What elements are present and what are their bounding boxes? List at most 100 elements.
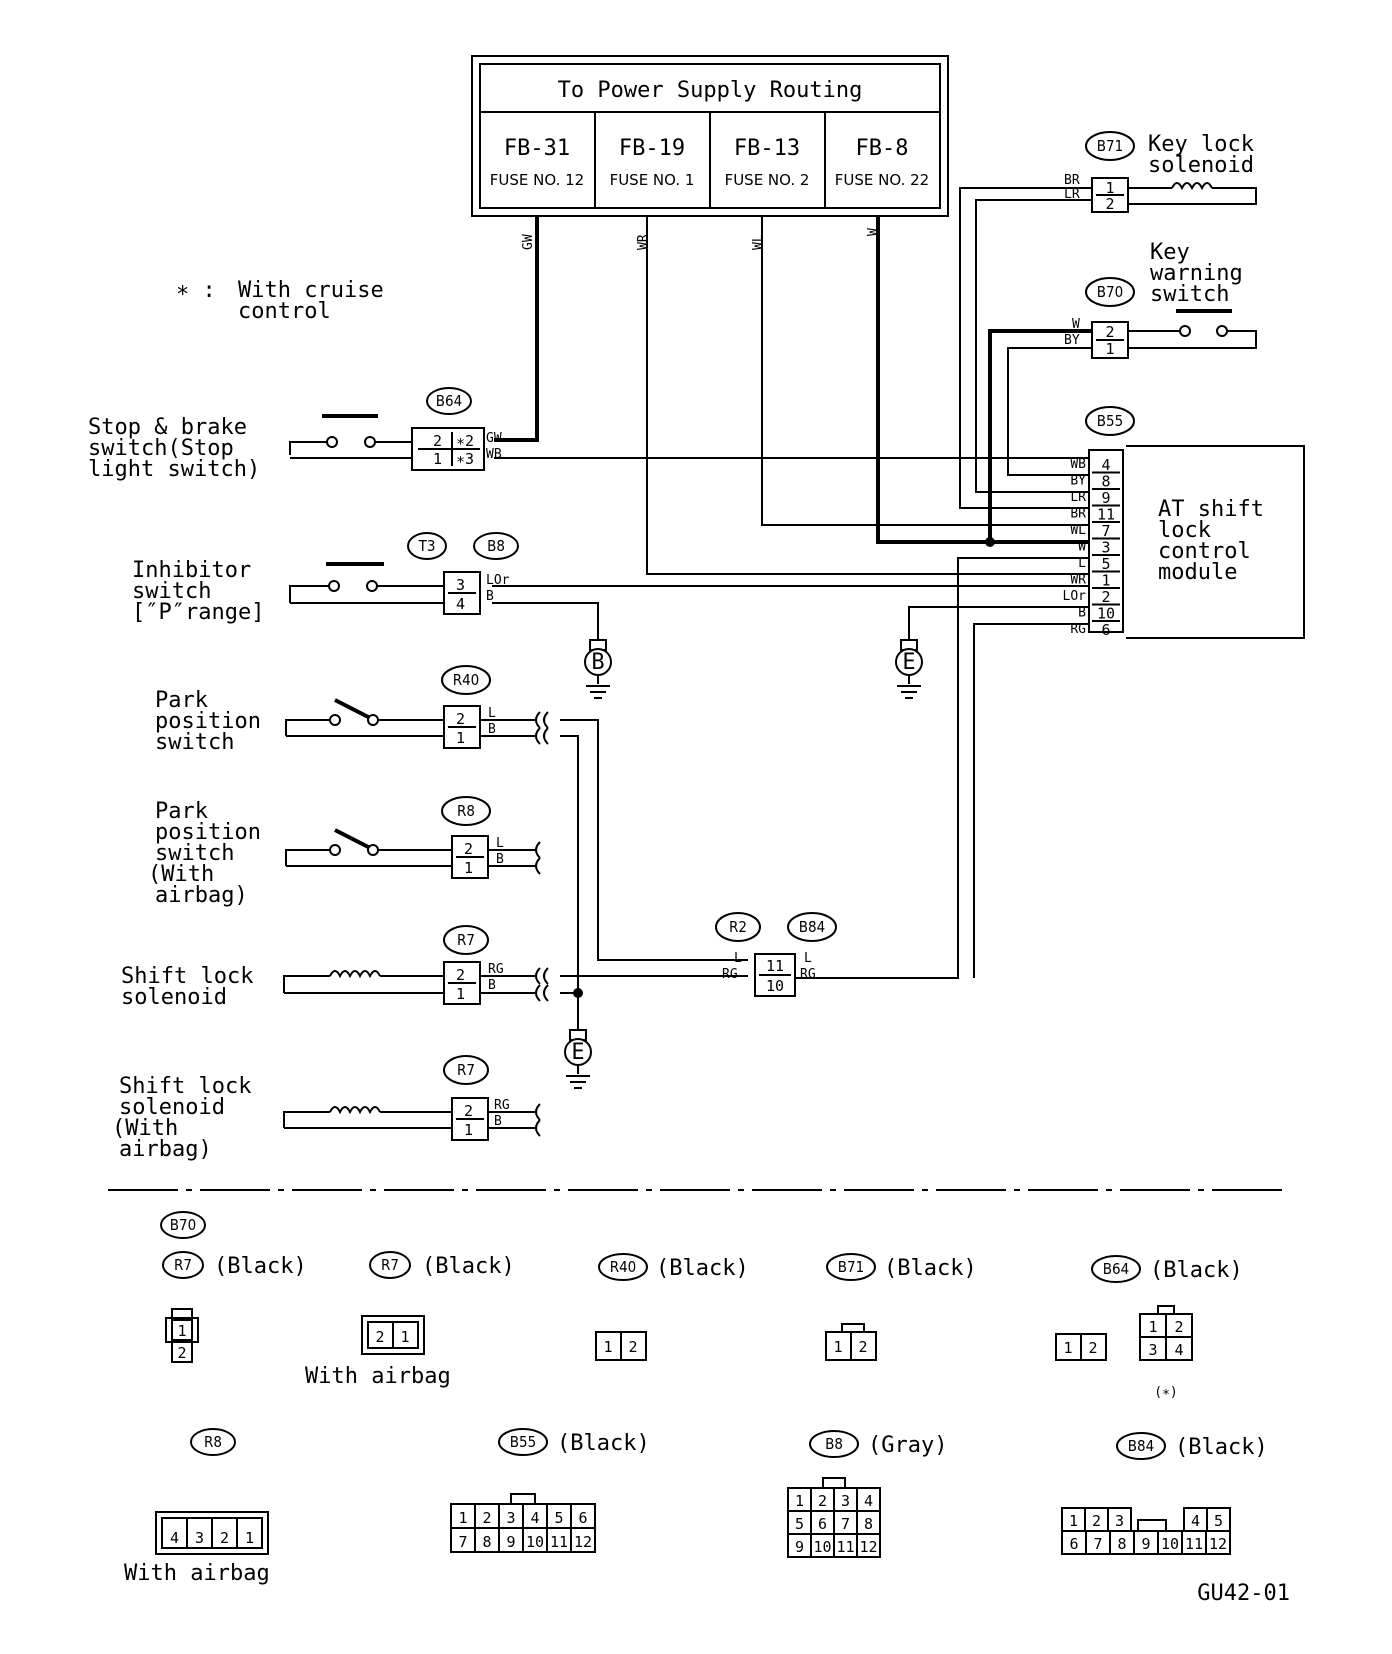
legend-b55-pin: 6 [578, 1509, 587, 1527]
r7a-wire-rg: RG [488, 962, 504, 977]
b84-pin-10: 10 [766, 977, 784, 995]
ref-b64: B64 [436, 392, 462, 410]
legend-r8-pin: 1 [245, 1529, 254, 1547]
legend-r8-note: With airbag [124, 1561, 270, 1586]
b64-pin-s3: ∗3 [456, 450, 474, 468]
wire-label-wr: WR [636, 234, 651, 250]
legend-b55-pin: 2 [482, 1509, 491, 1527]
b64-pin-s2: ∗2 [456, 432, 474, 450]
ref-b71: B71 [1097, 137, 1123, 155]
shift2-label-3: (With [112, 1116, 178, 1141]
legend-b84-pin: 10 [1161, 1535, 1179, 1553]
legend-b64a-pin-2: 2 [1088, 1339, 1097, 1357]
legend-ref-b55: B55 [510, 1433, 536, 1451]
legend-color-b71: (Black) [884, 1256, 977, 1281]
b64-pin-2: 2 [433, 432, 442, 450]
fuse-fb19-name: FB-19 [619, 136, 685, 161]
fuse-fb31-name: FB-31 [504, 136, 570, 161]
b55-wire-label: L [1078, 556, 1086, 571]
legend-b84-pin: 8 [1117, 1535, 1126, 1553]
b55-pin: 2 [1101, 588, 1110, 606]
legend-b84-pin: 3 [1115, 1512, 1124, 1530]
inhibitor-label-3: [″P″range] [132, 600, 264, 625]
b71-wire-lr: LR [1064, 187, 1080, 202]
fuse-fb13-name: FB-13 [734, 136, 800, 161]
legend-r40-pin-2: 2 [628, 1338, 637, 1356]
shift2-label-2: solenoid [119, 1095, 225, 1120]
r8-wire-b: B [496, 852, 504, 867]
legend-b8-pin: 5 [795, 1515, 804, 1533]
b55-wire-label: WL [1070, 523, 1086, 538]
legend-b71-pin-1: 1 [833, 1338, 842, 1356]
r7b-pin-2: 2 [464, 1102, 473, 1120]
note-line1: With cruise [238, 278, 384, 303]
b55-wire-label: WR [1070, 573, 1086, 588]
b55-wire-label: RG [1070, 622, 1086, 637]
r8-pin-1: 1 [464, 859, 473, 877]
wire-label-w: W [866, 228, 881, 236]
legend-color-b55: (Black) [557, 1431, 650, 1456]
b84-wire-rg: RG [800, 967, 816, 982]
ref-r7b: R7 [457, 1061, 475, 1079]
r40-wire-b: B [488, 722, 496, 737]
r2-b84-connector: 11 10 L RG L RG R2 B84 [715, 912, 837, 997]
note-symbol: ∗ : [176, 278, 216, 303]
legend-b8-pin: 2 [818, 1492, 827, 1510]
legend-b8-pin: 7 [841, 1515, 850, 1533]
wires [492, 187, 1092, 1030]
legend-b64b-pin-4: 4 [1174, 1341, 1183, 1359]
ground-e-top: E [895, 639, 923, 699]
legend-b55-pin: 12 [574, 1533, 592, 1551]
legend-ref-b71: B71 [838, 1258, 864, 1276]
b55-pin: 4 [1101, 456, 1110, 474]
legend-b55-pin: 9 [506, 1533, 515, 1551]
b55-pin: 3 [1101, 539, 1110, 557]
legend-b55-pin: 3 [506, 1509, 515, 1527]
park2-label-2: position [155, 820, 261, 845]
stop-switch-label-3: light switch) [88, 457, 260, 482]
power-box-title: To Power Supply Routing [558, 78, 863, 103]
b8-pin-4: 4 [456, 595, 465, 613]
b8-wire-lor: LOr [486, 573, 510, 588]
inhibitor-switch: Inhibitor switch [″P″range] 3 4 LOr B T3… [132, 532, 519, 625]
legend-ref-b84: B84 [1128, 1437, 1154, 1455]
r7a-pin-1: 1 [456, 985, 465, 1003]
legend-r8-pin: 3 [195, 1529, 204, 1547]
b55-pin: 6 [1101, 621, 1110, 639]
b55-pin: 8 [1101, 473, 1110, 491]
legend-ref-r7-airbag: R7 [381, 1256, 399, 1274]
b84-pin-11: 11 [766, 957, 784, 975]
b55-wire-label: WB [1070, 457, 1086, 472]
wire-label-wl: WL [751, 234, 766, 250]
inhibitor-label-1: Inhibitor [132, 558, 251, 583]
legend-b64b-pin-3: 3 [1148, 1341, 1157, 1359]
stop-switch-label-1: Stop & brake [88, 415, 247, 440]
module-label-3: control [1158, 539, 1251, 564]
b71-pin-2: 2 [1105, 195, 1114, 213]
legend-b8-pin: 3 [841, 1492, 850, 1510]
note-line2: control [238, 299, 331, 324]
legend-ref-r40: R40 [610, 1258, 637, 1276]
b8-pin-3: 3 [456, 576, 465, 594]
ref-b55: B55 [1097, 412, 1123, 430]
legend-r8-pin: 2 [220, 1529, 229, 1547]
key-lock-label-1: Key lock [1148, 132, 1254, 157]
legend-color-b64: (Black) [1150, 1258, 1243, 1283]
power-supply-box: To Power Supply Routing FB-31 FUSE NO. 1… [471, 55, 949, 250]
figure-id: GU42-01 [1197, 1581, 1290, 1606]
b55-pin: 1 [1101, 572, 1110, 590]
module-label-2: lock [1158, 518, 1211, 543]
legend-b71-pin-2: 2 [858, 1338, 867, 1356]
shift-lock-solenoid: Shift lock solenoid 2 1 RG B R7 [121, 925, 549, 1010]
r7a-pin-2: 2 [456, 966, 465, 984]
fuse-fb8-no: FUSE NO. 22 [835, 171, 929, 189]
b70-pin-2: 2 [1105, 323, 1114, 341]
legend-r7-airbag-pin-2: 2 [375, 1328, 384, 1346]
module-label-4: module [1158, 560, 1237, 585]
ref-r8: R8 [457, 802, 475, 820]
legend-color-b84: (Black) [1175, 1435, 1268, 1460]
b55-pin: 5 [1101, 555, 1110, 573]
